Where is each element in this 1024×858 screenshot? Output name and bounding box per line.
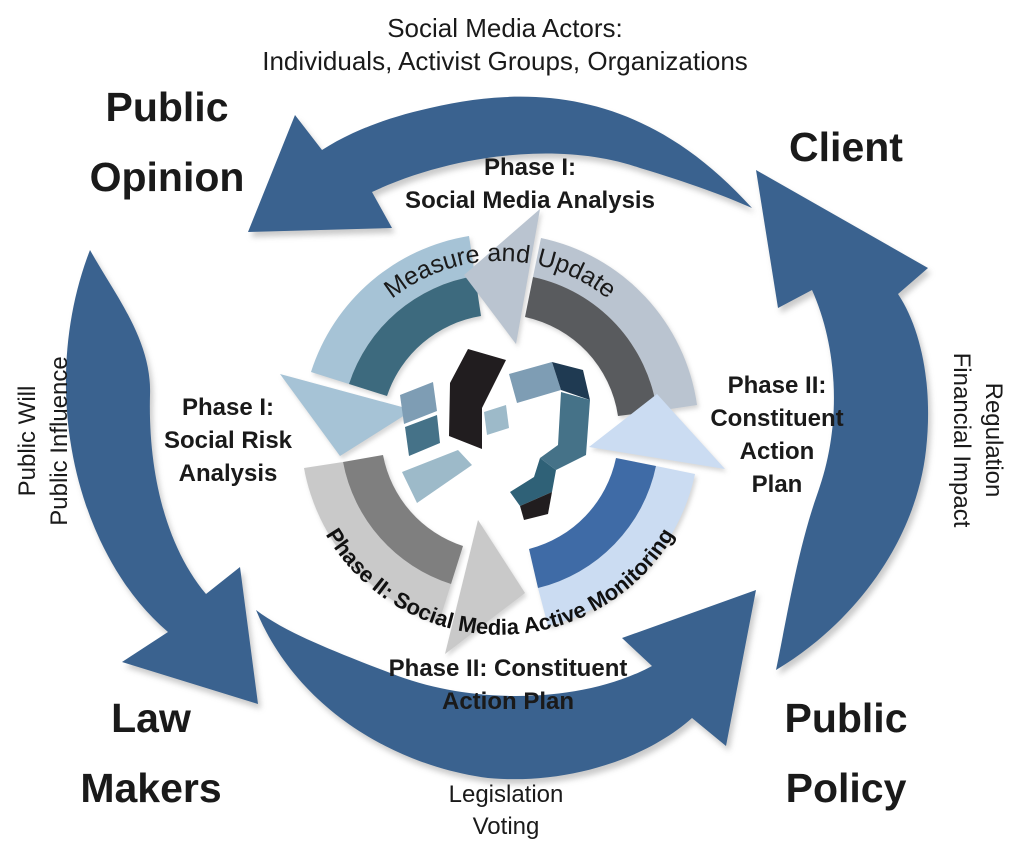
- phase-bottom-line2: Action Plan: [441, 688, 574, 715]
- phase-right-line1: Phase II:: [727, 372, 827, 399]
- edge-label-bottom-line1: Legislation: [448, 781, 564, 808]
- phase-label-left: Phase I: Social Risk Analysis: [164, 391, 292, 490]
- node-public-opinion-line1: Public: [105, 84, 229, 130]
- ring-arrowhead-bottom: [445, 520, 525, 654]
- edge-label-right: Regulation Financial Impact: [945, 353, 1009, 528]
- phase-right-line3: Action: [739, 438, 815, 465]
- inner-ring: [280, 209, 725, 654]
- node-law-makers: Law Makers: [80, 683, 221, 823]
- outer-cycle-arrows: [65, 96, 929, 780]
- logo-teal-fold: [510, 458, 556, 506]
- outer-arrow-top: [248, 96, 752, 232]
- edge-label-bottom-line2: Voting: [472, 813, 540, 840]
- logo-slate-left: [400, 382, 437, 424]
- phase-label-right: Phase II: Constituent Action Plan: [710, 369, 843, 501]
- node-public-opinion: Public Opinion: [90, 72, 245, 212]
- phase-bottom-line1: Phase II: Constituent: [388, 655, 628, 682]
- phase-label-top: Phase I: Social Media Analysis: [405, 151, 655, 217]
- node-public-opinion-line2: Opinion: [89, 154, 245, 200]
- phase-left-line2: Social Risk: [163, 427, 293, 454]
- phase-right-line2: Constituent: [710, 405, 844, 432]
- ring-arrowhead-right: [589, 394, 725, 469]
- center-logo: [400, 349, 590, 520]
- edge-label-bottom: Legislation Voting: [449, 779, 564, 843]
- logo-navy-corner: [552, 362, 590, 400]
- node-law-makers-line2: Makers: [80, 765, 222, 811]
- phase-left-line1: Phase I:: [181, 394, 275, 421]
- outer-arrow-left: [65, 250, 258, 704]
- node-public-policy-line1: Public: [784, 695, 908, 741]
- phase-right-line4: Plan: [751, 471, 803, 498]
- ring-arc-top-right-outer: [533, 238, 697, 411]
- header-line-2: Individuals, Activist Groups, Organizati…: [262, 46, 748, 76]
- phase-left-line3: Analysis: [178, 460, 278, 487]
- edge-label-right-line2: Financial Impact: [948, 352, 975, 528]
- ring-arc-bottom-right-inner: [529, 458, 656, 588]
- phase-top-line2: Social Media Analysis: [405, 187, 655, 214]
- logo-black-ribbon: [449, 349, 506, 449]
- edge-label-left-line2: Public Influence: [46, 356, 73, 526]
- node-law-makers-line1: Law: [111, 695, 191, 741]
- ring-arc-top-right-inner: [525, 277, 657, 416]
- header-line-1: Social Media Actors:: [387, 13, 623, 43]
- ring-arc-top-left-outer: [311, 236, 475, 384]
- outer-arrow-right: [756, 170, 929, 670]
- outer-arrow-bottom: [256, 590, 756, 780]
- phase-label-bottom: Phase II: Constituent Action Plan: [389, 652, 628, 718]
- logo-steel-left: [405, 415, 440, 456]
- header-social-media-actors: Social Media Actors: Individuals, Activi…: [262, 12, 748, 78]
- ring-arc-bottom-left-inner: [343, 455, 463, 584]
- phase-top-line1: Phase I:: [483, 154, 577, 181]
- ring-arrowhead-left: [280, 374, 413, 456]
- logo-black-wedge: [520, 492, 552, 520]
- node-client-line1: Client: [789, 124, 903, 170]
- ring-arc-bottom-right-outer: [538, 466, 695, 626]
- logo-steel-vertical: [540, 392, 590, 470]
- node-public-policy-line2: Policy: [785, 765, 907, 811]
- node-public-policy: Public Policy: [784, 683, 907, 823]
- edge-label-left-line1: Public Will: [14, 385, 41, 497]
- ring-arc-top-left-inner: [349, 276, 481, 396]
- logo-slate-band: [509, 362, 561, 403]
- logo-center-square: [484, 405, 509, 435]
- logo-lightslate-bottom: [402, 450, 472, 503]
- edge-label-left: Public Will Public Influence: [12, 356, 76, 525]
- node-client: Client: [789, 112, 903, 182]
- ring-arrowhead-top: [464, 209, 540, 344]
- ring-arc-bottom-left-outer: [304, 462, 451, 622]
- edge-label-right-line1: Regulation: [980, 382, 1007, 498]
